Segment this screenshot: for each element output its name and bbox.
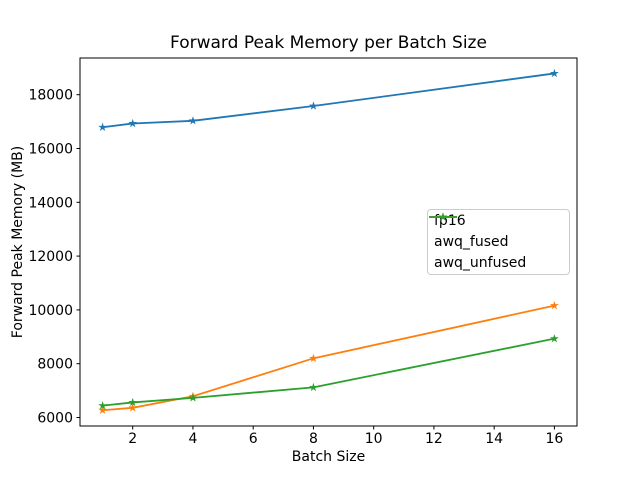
marker-awq_unfused-batch-8: [309, 382, 318, 392]
y-axis-label: Forward Peak Memory (MB): [10, 145, 26, 339]
legend-label-awq_fused: awq_fused: [434, 234, 509, 250]
legend-item-awq_fused: awq_fused: [429, 212, 563, 253]
axes-frame: [79, 57, 578, 427]
chart-title: Forward Peak Memory per Batch Size: [170, 33, 487, 53]
y-tick-label: 8000: [37, 357, 73, 373]
x-tick-label: 4: [188, 431, 197, 447]
x-axis-label: Batch Size: [291, 449, 366, 465]
marker-fp16-batch-16: [550, 68, 559, 78]
marker-fp16-batch-4: [188, 116, 198, 125]
marker-awq_fused-batch-8: [309, 353, 318, 363]
legend-item-awq_unfused: awq_unfused: [429, 212, 563, 274]
series-line-awq_unfused: [101, 337, 556, 407]
x-tick-label: 16: [545, 431, 563, 447]
x-tick-label: 12: [425, 431, 443, 447]
x-tick-label: 8: [309, 431, 318, 447]
marker-awq_fused-batch-1: [98, 405, 107, 414]
y-tick-label: 12000: [28, 249, 73, 265]
y-tick-label: 18000: [28, 88, 73, 104]
marker-fp16-batch-1: [98, 122, 107, 131]
y-tick-label: 10000: [28, 303, 73, 319]
marker-awq_fused-batch-16: [550, 300, 559, 310]
marker-fp16-batch-2: [128, 118, 138, 128]
legend-label-awq_unfused: awq_unfused: [434, 255, 527, 271]
marker-awq_unfused-batch-1: [98, 401, 107, 410]
x-tick-label: 6: [249, 431, 258, 447]
x-tick-label: 2: [128, 431, 137, 447]
marker-awq_unfused-batch-4: [188, 393, 198, 402]
marker-awq_fused-batch-2: [128, 403, 138, 412]
series-line-fp16: [101, 72, 556, 129]
marker-awq_unfused-batch-16: [550, 334, 559, 343]
y-tick-label: 16000: [28, 141, 73, 157]
legend-swatch-awq_unfused: [429, 212, 457, 221]
series-line-awq_fused: [101, 304, 556, 412]
y-tick-label: 14000: [28, 195, 73, 211]
x-tick-label: 14: [485, 431, 503, 447]
marker-awq_unfused-batch-2: [128, 397, 138, 407]
y-tick-label: 6000: [37, 410, 73, 426]
marker-fp16-batch-8: [309, 101, 318, 110]
x-tick-label: 10: [365, 431, 383, 447]
